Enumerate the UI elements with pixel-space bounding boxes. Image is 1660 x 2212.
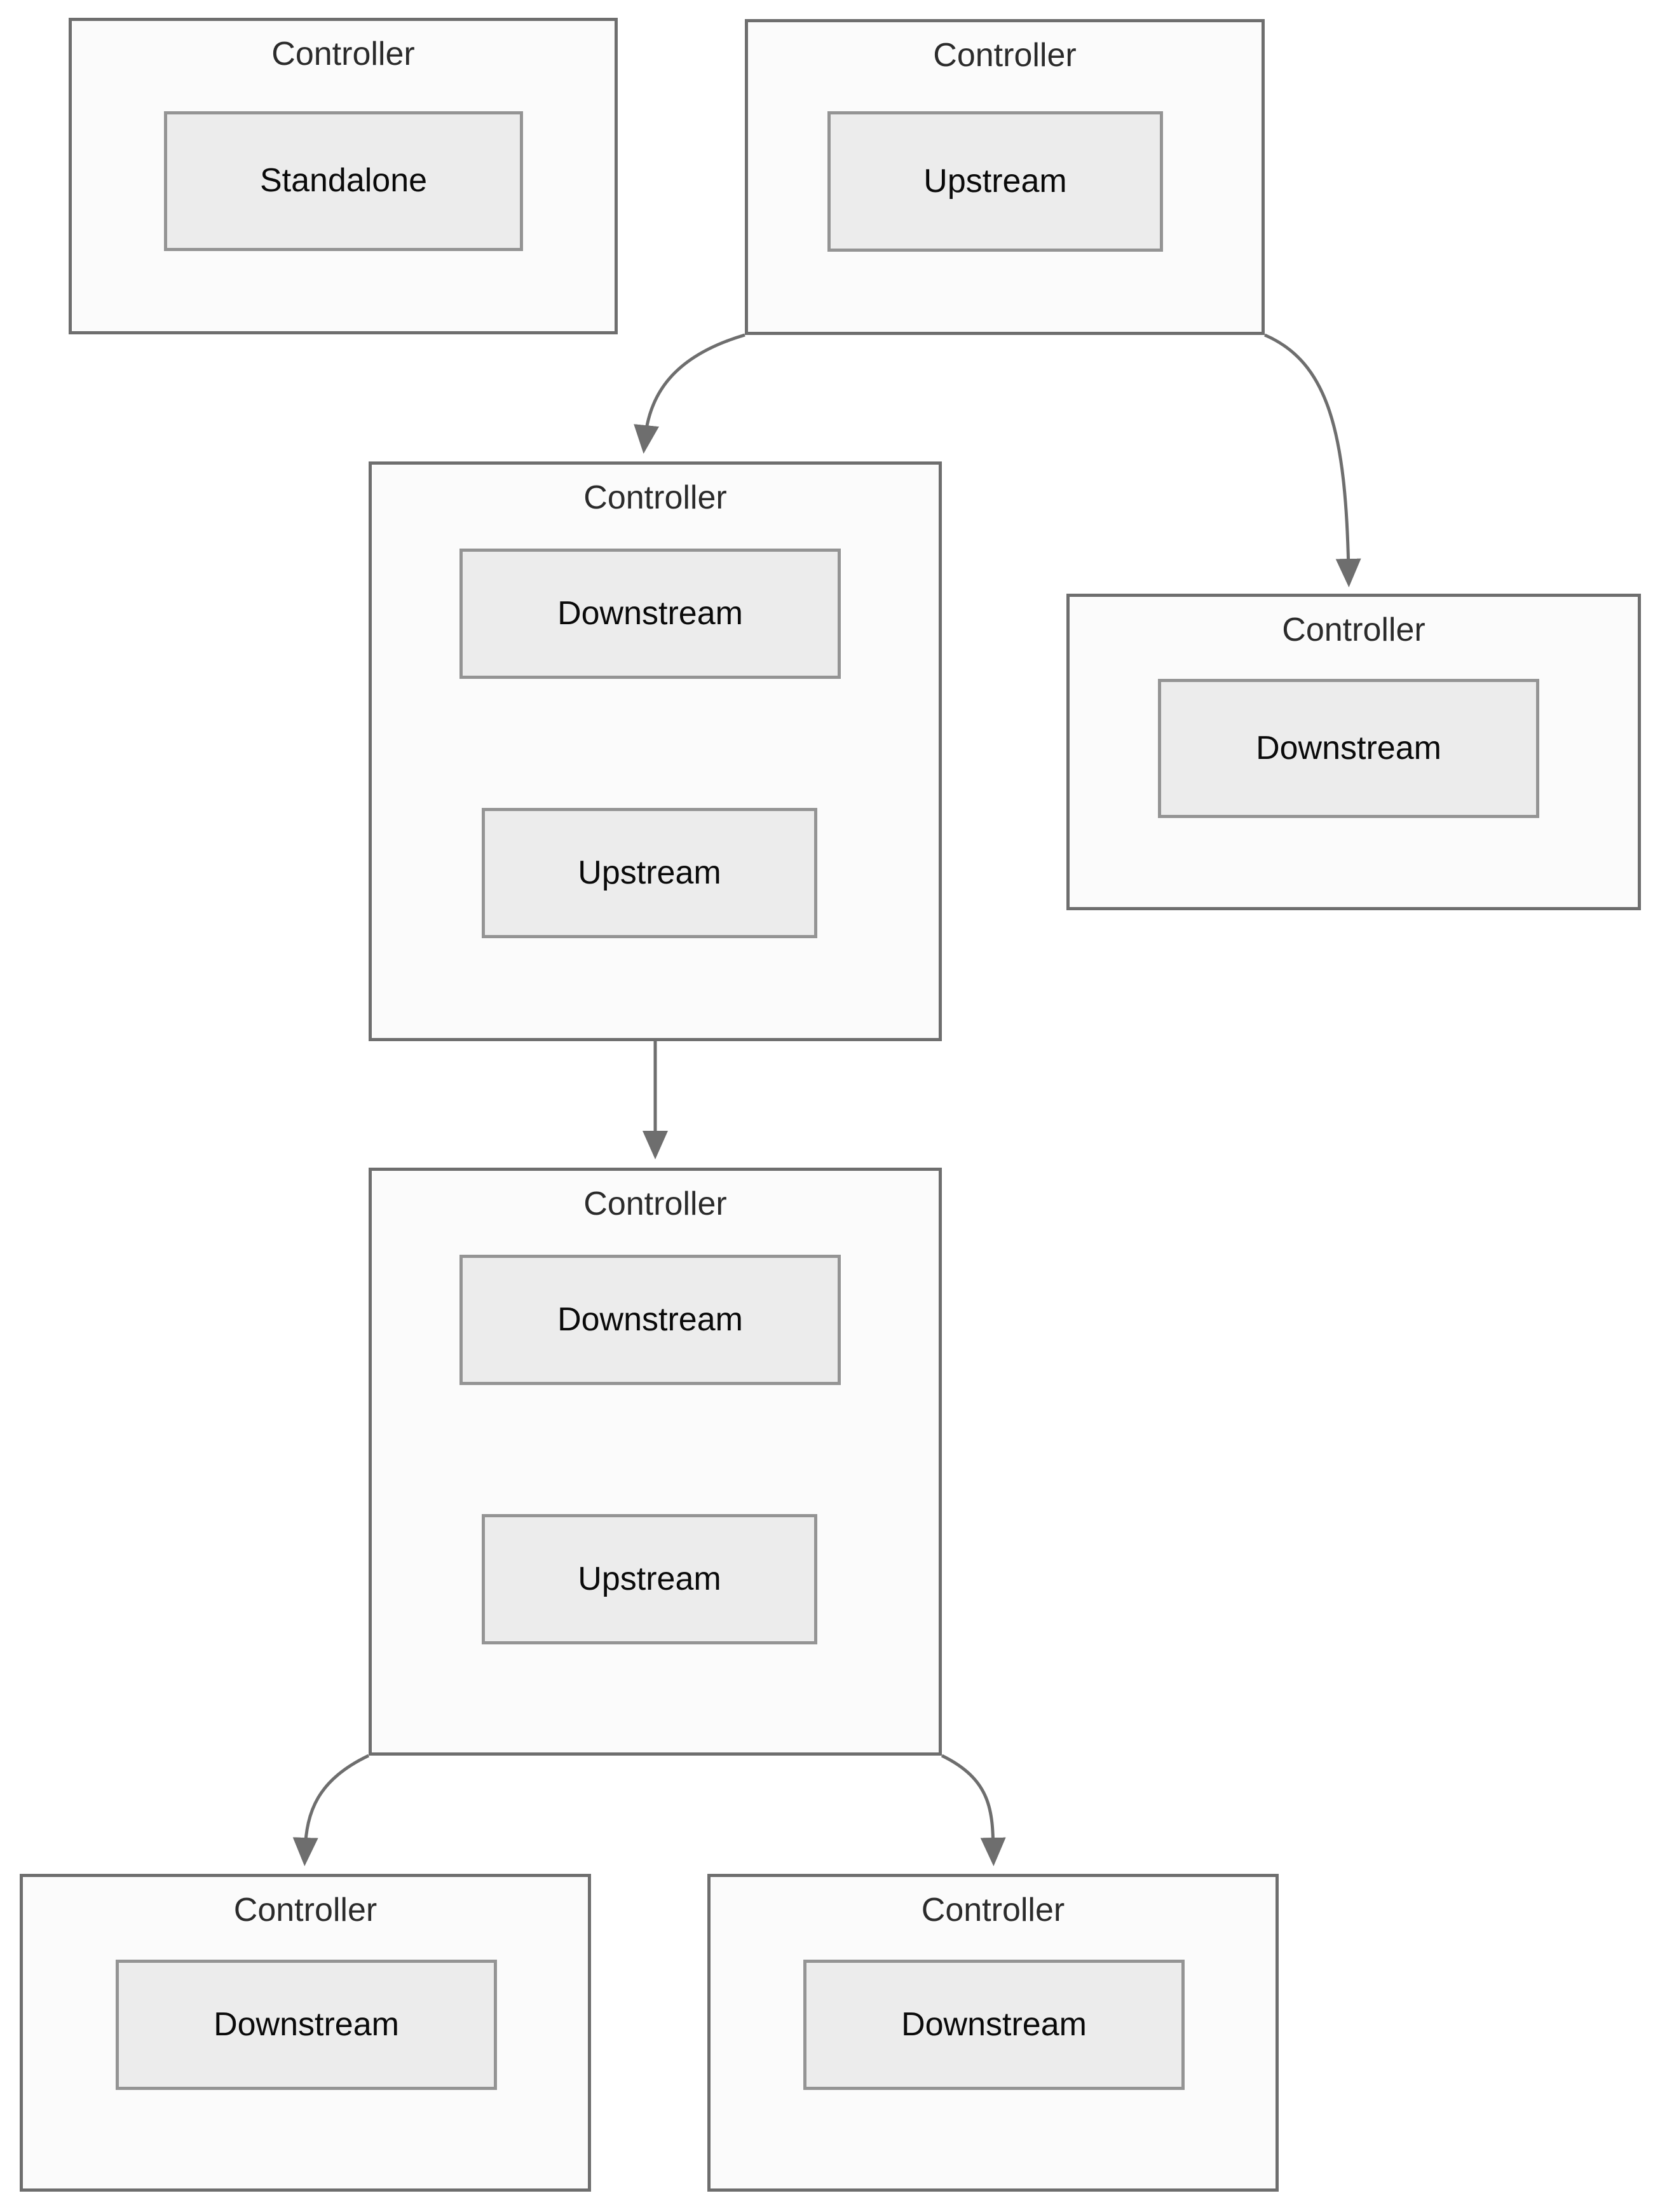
controller-title: Controller [271,36,415,72]
inner-box-label: Downstream [1256,729,1441,767]
inner-box-label: Upstream [578,1560,721,1597]
controller-title: Controller [933,37,1077,74]
inner-box-label: Standalone [259,162,428,200]
edge-root-to-mid [634,333,745,454]
inner-box-standalone[interactable]: Standalone [164,111,523,251]
inner-box-label: Downstream [901,2005,1087,2043]
inner-box-label: Downstream [557,594,743,632]
inner-box-label: Upstream [578,854,721,891]
edge-root-to-right [1264,333,1361,587]
inner-box-label: Downstream [557,1301,743,1338]
inner-box-label: Upstream [923,162,1067,200]
controller-title: Controller [1282,611,1425,648]
inner-box-upstream[interactable]: Upstream [482,808,817,938]
inner-box-downstream[interactable]: Downstream [459,1255,841,1385]
inner-box-downstream[interactable]: Downstream [1158,679,1539,818]
inner-box-downstream[interactable]: Downstream [459,549,841,679]
controller-title: Controller [921,1892,1065,1929]
edge-low-to-leaf-right [941,1754,1006,1866]
controller-title: Controller [583,479,727,516]
edge-low-to-leaf-left [292,1754,370,1866]
controller-title: Controller [233,1892,378,1929]
inner-box-upstream[interactable]: Upstream [482,1514,817,1644]
controller-title: Controller [583,1185,727,1222]
inner-box-downstream[interactable]: Downstream [116,1960,497,2090]
inner-box-label: Downstream [214,2005,399,2043]
inner-box-downstream[interactable]: Downstream [803,1960,1185,2090]
inner-box-upstream[interactable]: Upstream [827,111,1163,252]
